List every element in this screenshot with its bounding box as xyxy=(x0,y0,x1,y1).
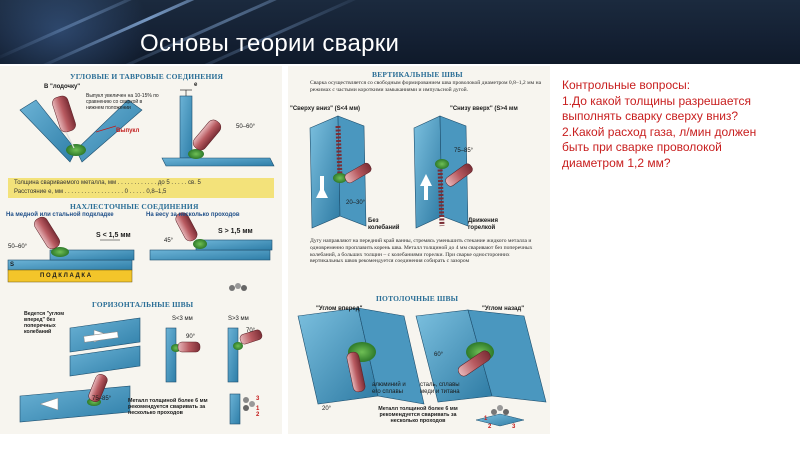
label-pass-2: 2 xyxy=(256,412,260,418)
label-bulge: Выпукл xyxy=(116,128,140,134)
vertical-bottom-up xyxy=(413,115,473,229)
label-backing: П О Д К Л А Д К А xyxy=(40,273,92,279)
label-angle-75-85: 75–85° xyxy=(454,148,474,154)
label-pass-3: 3 xyxy=(256,396,260,402)
label-overhead: На весу за несколько проходов xyxy=(146,212,240,218)
horizontal-weld-thick xyxy=(227,327,263,383)
label-angle-lap: 50–60° xyxy=(8,244,28,250)
label-aluminium: алюминий и его сплавы xyxy=(372,382,406,395)
label-s-lt3: S<3 мм xyxy=(172,316,193,322)
label-s-large: S > 1,5 мм xyxy=(218,228,253,235)
horizontal-weld-thin xyxy=(165,327,201,383)
scan-panel-corner-lap-horizontal: УГЛОВЫЕ И ТАВРОВЫЕ СОЕДИНЕНИЯ В "лодочку… xyxy=(0,66,282,434)
label-angle-forward: "Углом вперед" xyxy=(316,306,363,312)
label-ceiling-thick-note: Металл толщиной более 6 мм рекомендуется… xyxy=(378,406,458,425)
label-pass-1: 1 xyxy=(256,406,260,412)
slide-title: Основы теории сварки xyxy=(140,30,400,57)
section-title-lap: НАХЛЕСТОЧНЫЕ СОЕДИНЕНИЯ xyxy=(70,202,199,211)
scan-right-drawing xyxy=(297,115,547,427)
vertical-top-down xyxy=(309,115,372,229)
vertical-intro-text: Сварка осуществляется со свободным форми… xyxy=(310,80,542,93)
label-s-small: S < 1,5 мм xyxy=(96,232,131,239)
label-angle-45: 45° xyxy=(164,238,174,244)
control-questions: Контрольные вопросы: 1.До какой толщины … xyxy=(562,78,762,172)
t-joint xyxy=(161,89,275,167)
thickness-table: Толщина свариваемого металла, мм . . . .… xyxy=(8,178,274,198)
label-thick-note: Металл толщиной более 6 мм рекомендуется… xyxy=(128,398,208,417)
label-angle-70: 70° xyxy=(246,328,256,334)
ceiling-multipass-section xyxy=(475,405,525,427)
section-title-vertical: ВЕРТИКАЛЬНЫЕ ШВЫ xyxy=(372,70,463,79)
section-title-corner: УГЛОВЫЕ И ТАВРОВЫЕ СОЕДИНЕНИЯ xyxy=(70,72,224,81)
label-forward-note: Ведется "углом вперед" без поперечных ко… xyxy=(24,311,65,335)
label-bottom-up: "Снизу вверх" (S>4 мм xyxy=(450,106,518,112)
label-angle-60: 60° xyxy=(434,352,444,358)
header-glow xyxy=(0,0,150,64)
lap-joint-on-backing xyxy=(7,216,135,283)
slide-header: Основы теории сварки xyxy=(0,0,800,64)
label-in-boat: В "лодочку" xyxy=(44,84,81,90)
label-mark-s: S xyxy=(10,262,15,268)
question-2: 2.Какой расход газа, л/мин должен быть п… xyxy=(562,124,757,170)
label-angle-20-30: 20–30° xyxy=(346,200,366,206)
label-mark-e: e xyxy=(194,82,198,88)
lap-joint-overhead xyxy=(149,212,273,291)
multipass-cross-section xyxy=(229,393,255,425)
scan-panel-vertical-ceiling: ВЕРТИКАЛЬНЫЕ ШВЫ Сварка осуществляется с… xyxy=(288,66,550,434)
v-boat-joint xyxy=(19,95,143,163)
label-s-gt3: S>3 мм xyxy=(228,316,249,322)
ceiling-angle-backward xyxy=(415,309,547,403)
horizontal-weld-pull xyxy=(19,374,131,423)
table-row-distance: Расстояние e, мм . . . . . . . . . . . .… xyxy=(14,189,167,195)
section-title-horizontal: ГОРИЗОНТАЛЬНЫЕ ШВЫ xyxy=(92,300,194,309)
horizontal-weld-forward xyxy=(69,317,141,377)
label-pass-3-right: 3 xyxy=(512,424,516,430)
label-no-oscillation: Без колебаний xyxy=(368,218,400,231)
table-row-thickness: Толщина свариваемого металла, мм . . . .… xyxy=(14,180,201,186)
label-angle-90: 90° xyxy=(186,334,196,340)
label-top-down: "Сверху вниз" (S<4 мм) xyxy=(290,106,361,112)
label-torch-movement: Движения горелкой xyxy=(468,218,498,231)
label-angle-corner: 50–60° xyxy=(236,124,256,130)
label-angle-75: 75–85° xyxy=(92,396,112,402)
ceiling-angle-forward xyxy=(297,307,425,405)
section-title-ceiling: ПОТОЛОЧНЫЕ ШВЫ xyxy=(376,294,459,303)
label-on-copper: На медной или стальной подкладке xyxy=(6,212,114,218)
question-1: 1.До какой толщины разрешается выполнять… xyxy=(562,93,751,124)
questions-heading: Контрольные вопросы: xyxy=(562,78,691,92)
label-pass-2-right: 2 xyxy=(488,424,492,430)
label-bulge-note: Выпукл увеличен на 10-15% по сравнению с… xyxy=(86,93,159,111)
label-pass-1-right: 1 xyxy=(484,416,488,422)
label-angle-back: "Углом назад" xyxy=(482,306,525,312)
label-angle-20: 20° xyxy=(322,406,332,412)
scan-left-drawing xyxy=(7,89,275,425)
label-steel: сталь, сплавы меди и титана xyxy=(420,382,460,395)
vertical-body-text: Дугу направляют на передний край ванны, … xyxy=(310,238,533,265)
